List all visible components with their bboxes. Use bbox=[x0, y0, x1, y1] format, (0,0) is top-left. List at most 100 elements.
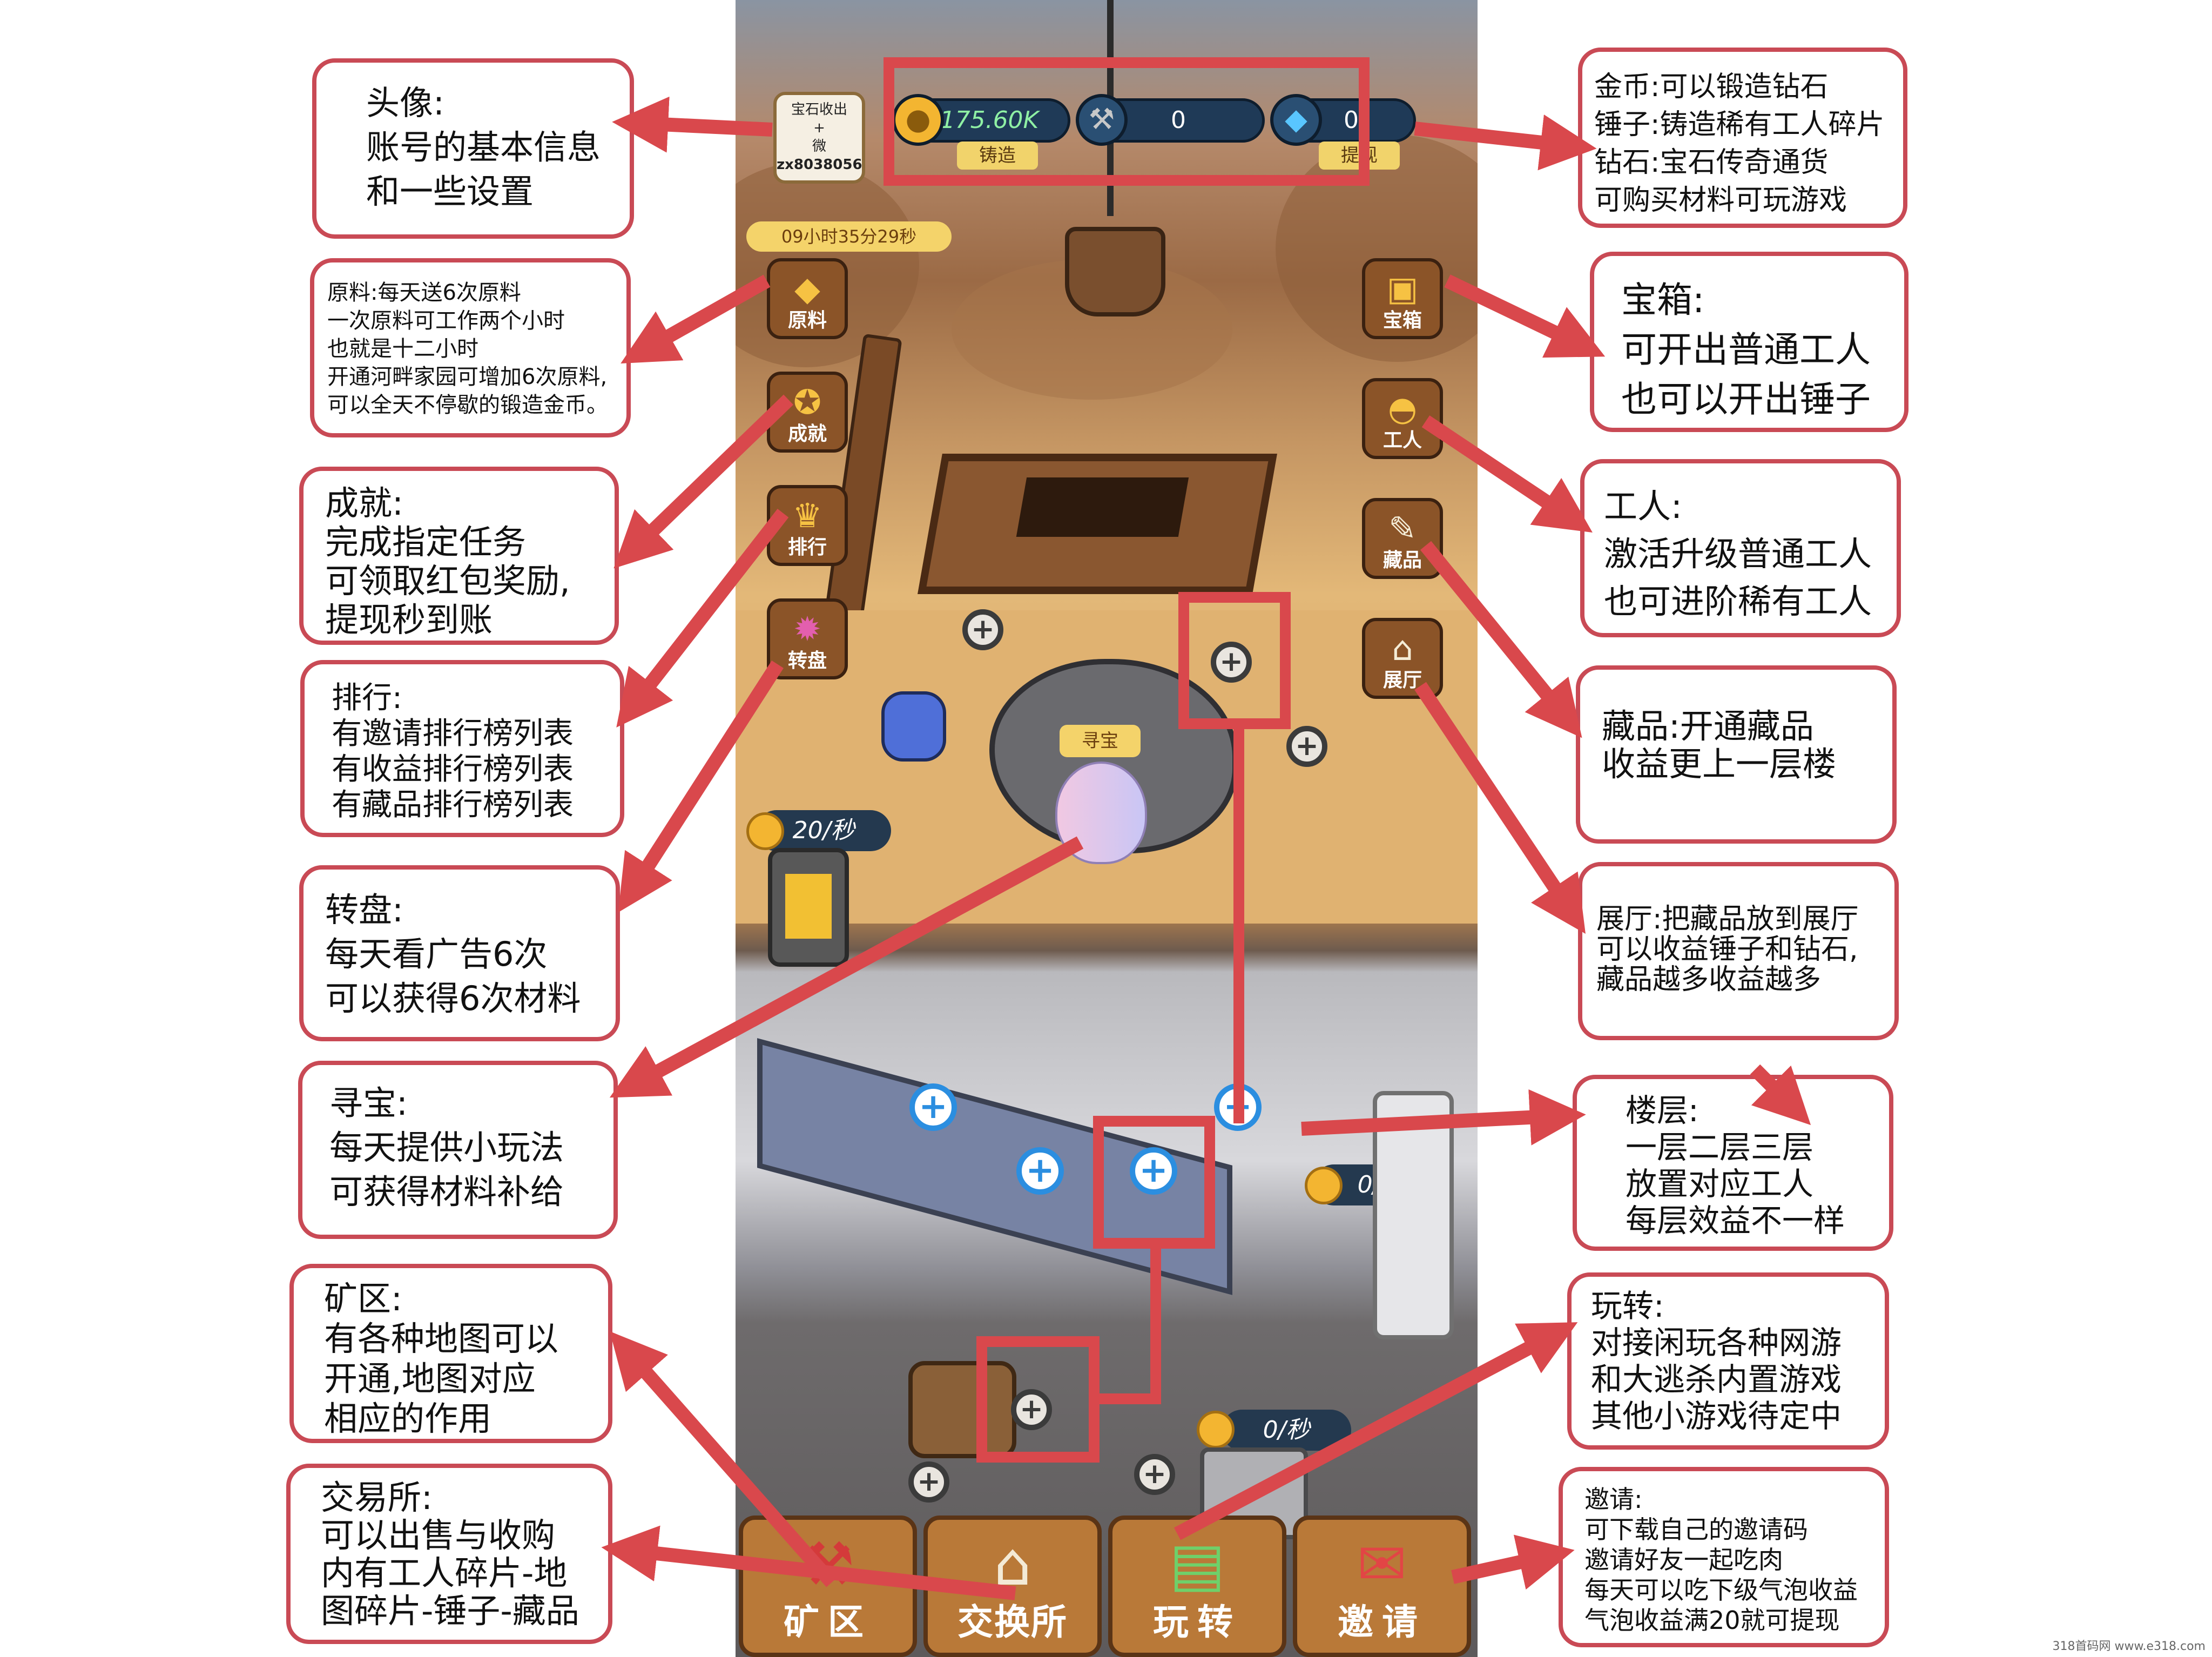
coin-icon bbox=[746, 812, 784, 850]
nav-exchange-button[interactable]: ⌂ 交换所 bbox=[923, 1515, 1102, 1657]
game-screen: 宝石收出 + 微 zx8038056 175.60K ● 铸造 0 ⚒ 0 ◆ … bbox=[736, 0, 1478, 1657]
nav-invite-button[interactable]: ✉ 邀请 bbox=[1293, 1515, 1471, 1657]
nav-mine-button[interactable]: ⚒ 矿区 bbox=[739, 1515, 917, 1657]
annotation-invite: 邀请: 可下载自己的邀请码 邀请好友一起吃肉 每天可以吃下级气泡收益 气泡收益满… bbox=[1559, 1467, 1889, 1647]
hammer-icon: ⚒ bbox=[1076, 94, 1128, 146]
add-slot-button[interactable]: + bbox=[908, 1461, 949, 1503]
add-worker-button[interactable]: + bbox=[1130, 1147, 1177, 1195]
diamond-icon: ◆ bbox=[1270, 94, 1322, 146]
achievement-button[interactable]: ✪ 成就 bbox=[767, 372, 848, 453]
avatar[interactable]: 宝石收出 + 微 zx8038056 bbox=[773, 92, 865, 184]
coin-icon bbox=[1305, 1167, 1343, 1204]
annotation-line: 钻石:宝石传奇通货 bbox=[1594, 146, 1829, 179]
add-slot-button[interactable]: + bbox=[1134, 1454, 1175, 1495]
annotation-line: 可领取红包奖励, bbox=[325, 561, 570, 601]
watermark: 318首码网 www.e318.com bbox=[2052, 1640, 2206, 1653]
annotation-line: 可开出普通工人 bbox=[1621, 329, 1871, 371]
annotation-line: 内有工人碎片-地 bbox=[321, 1553, 568, 1593]
annotation-achievement: 成就: 完成指定任务 可领取红包奖励, 提现秒到账 bbox=[299, 467, 619, 645]
highlight-resource-bar bbox=[884, 57, 1370, 186]
annotation-line: 有邀请排行榜列表 bbox=[332, 716, 574, 751]
pipe bbox=[1373, 1091, 1454, 1339]
annotation-line: 有各种地图可以 bbox=[324, 1319, 559, 1358]
annotation-chest: 宝箱: 可开出普通工人 也可以开出锤子 bbox=[1590, 252, 1908, 432]
hall-label: 展厅 bbox=[1382, 669, 1422, 691]
add-slot-button[interactable]: + bbox=[1011, 1389, 1052, 1430]
raw-material-button[interactable]: ◆ 原料 bbox=[767, 258, 848, 339]
annotation-line: 宝箱: bbox=[1621, 279, 1705, 321]
shovel-icon: ⚒ bbox=[801, 1530, 855, 1599]
chest-button[interactable]: ▣ 宝箱 bbox=[1362, 258, 1443, 339]
annotation-line: 每天提供小玩法 bbox=[329, 1128, 564, 1167]
annotation-line: 激活升级普通工人 bbox=[1604, 534, 1872, 574]
annotation-avatar: 头像: 账号的基本信息 和一些设置 bbox=[312, 58, 634, 239]
annotation-wheel: 转盘: 每天看广告6次 可以获得6次材料 bbox=[299, 865, 620, 1041]
add-worker-button[interactable]: + bbox=[1016, 1147, 1064, 1195]
nav-play-label: 玩转 bbox=[1153, 1601, 1242, 1643]
annotation-line: 开通河畔家园可增加6次原料, bbox=[327, 365, 608, 389]
nav-play-button[interactable]: ▤ 玩转 bbox=[1108, 1515, 1286, 1657]
annotation-line: 开通,地图对应 bbox=[324, 1359, 536, 1398]
nav-mine-label: 矿区 bbox=[784, 1601, 872, 1643]
annotation-line: 对接闲玩各种网游 bbox=[1591, 1324, 1842, 1361]
annotation-line: 锤子:铸造稀有工人碎片 bbox=[1594, 109, 1885, 141]
annotation-line: 每天看广告6次 bbox=[325, 934, 548, 974]
highlight-connector bbox=[1096, 1393, 1156, 1404]
annotation-exchange: 交易所: 可以出售与收购 内有工人碎片-地 图碎片-锤子-藏品 bbox=[286, 1464, 612, 1644]
highlight-floor-1-slot bbox=[1178, 592, 1291, 729]
worker-button[interactable]: ◓ 工人 bbox=[1362, 378, 1443, 459]
forge-tab[interactable]: 铸造 bbox=[957, 142, 1038, 170]
hot-air-balloon[interactable] bbox=[1055, 762, 1147, 864]
wheel-button[interactable]: ✹ 转盘 bbox=[767, 598, 848, 679]
annotation-hall: 展厅:把藏品放到展厅 可以收益锤子和钻石, 藏品越多收益越多 bbox=[1578, 862, 1899, 1040]
annotation-line: 交易所: bbox=[321, 1478, 433, 1517]
floor-1-rate-value: 20/秒 bbox=[792, 817, 855, 844]
mine-shaft-box bbox=[918, 454, 1277, 594]
annotation-collection: 藏品:开通藏品 收益更上一层楼 bbox=[1576, 665, 1897, 844]
mailbox-icon: ✉ bbox=[1357, 1530, 1407, 1599]
annotation-line: 相应的作用 bbox=[324, 1399, 492, 1438]
raw-material-timer: 09小时35分29秒 bbox=[746, 221, 952, 252]
annotation-line: 图碎片-锤子-藏品 bbox=[321, 1591, 579, 1631]
annotation-ranking: 排行: 有邀请排行榜列表 有收益排行榜列表 有藏品排行榜列表 bbox=[300, 660, 624, 837]
scroll-icon: ✎ bbox=[1388, 509, 1417, 548]
annotation-line: 和大逃杀内置游戏 bbox=[1591, 1361, 1842, 1398]
power-battery bbox=[768, 848, 849, 967]
avatar-id: zx8038056 bbox=[777, 157, 862, 173]
annotation-line: 可以全天不停歇的锻造金币。 bbox=[327, 393, 608, 417]
add-slot-button[interactable]: + bbox=[1286, 726, 1327, 767]
annotation-line: 一次原料可工作两个小时 bbox=[327, 308, 565, 333]
annotation-currency: 金币:可以锻造钻石 锤子:铸造稀有工人碎片 钻石:宝石传奇通货 可购买材料可玩游… bbox=[1578, 48, 1907, 228]
annotation-line: 展厅:把藏品放到展厅 bbox=[1596, 903, 1859, 935]
ore-icon: ◆ bbox=[794, 269, 820, 308]
annotation-line: 玩转: bbox=[1591, 1288, 1664, 1324]
add-slot-button[interactable]: + bbox=[1211, 642, 1252, 683]
annotation-line: 金币:可以锻造钻石 bbox=[1594, 71, 1829, 103]
annotation-line: 和一些设置 bbox=[366, 172, 534, 211]
annotation-line: 完成指定任务 bbox=[325, 522, 527, 562]
annotation-line: 收益更上一层楼 bbox=[1602, 744, 1837, 784]
worker-label: 工人 bbox=[1382, 429, 1422, 452]
annotation-line: 可下载自己的邀请码 bbox=[1584, 1515, 1808, 1544]
highlight-floor-3-slot bbox=[976, 1336, 1100, 1463]
annotation-line: 有收益排行榜列表 bbox=[332, 752, 574, 787]
annotation-line: 矿区: bbox=[324, 1279, 402, 1318]
avatar-line: 宝石收出 bbox=[791, 102, 847, 118]
treasure-label[interactable]: 寻宝 bbox=[1060, 725, 1141, 757]
annotation-line: 也可以开出锤子 bbox=[1621, 379, 1871, 420]
add-slot-button[interactable]: + bbox=[962, 609, 1003, 650]
collection-button[interactable]: ✎ 藏品 bbox=[1362, 498, 1443, 579]
diamond-value: 0 bbox=[1344, 106, 1359, 134]
add-worker-button[interactable]: + bbox=[909, 1083, 957, 1131]
gold-value: 175.60K bbox=[940, 106, 1039, 134]
ranking-button[interactable]: ♛ 排行 bbox=[767, 485, 848, 566]
annotation-line: 可以获得6次材料 bbox=[325, 979, 581, 1018]
ranking-label: 排行 bbox=[787, 536, 827, 558]
annotation-worker: 工人: 激活升级普通工人 也可进阶稀有工人 bbox=[1580, 459, 1901, 637]
annotation-line: 排行: bbox=[332, 681, 402, 716]
highlight-connector bbox=[1233, 724, 1244, 1123]
battery-level bbox=[785, 874, 832, 939]
annotation-line: 楼层: bbox=[1626, 1092, 1699, 1129]
miner-robot[interactable] bbox=[881, 691, 946, 762]
hall-button[interactable]: ⌂ 展厅 bbox=[1362, 618, 1443, 699]
